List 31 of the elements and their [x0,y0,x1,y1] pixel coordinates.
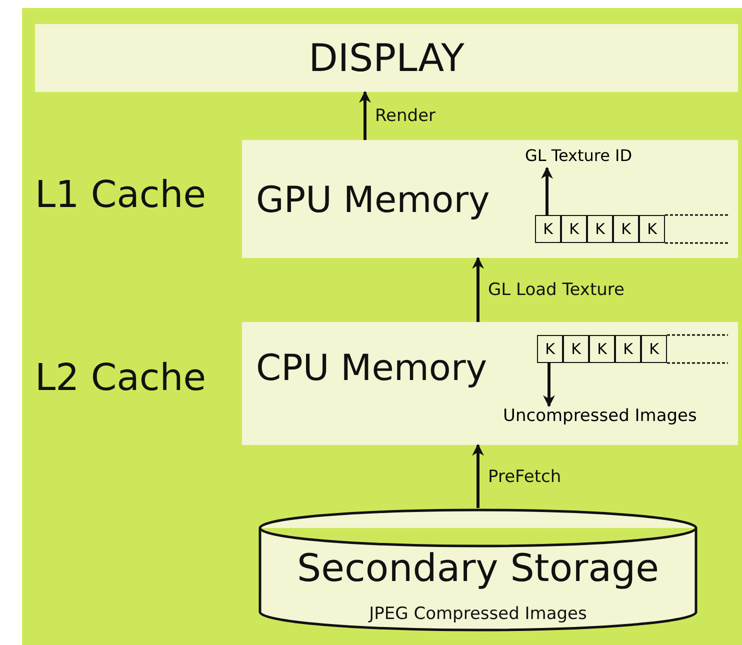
storage-label: Secondary Storage [296,546,660,590]
key-cell: K [561,215,587,243]
arrow [472,444,484,508]
storage-caption: JPEG Compressed Images [367,604,588,624]
edge-label: Render [375,106,436,126]
node-text: Uncompressed Images [503,406,738,430]
box-title: CPU Memory [256,348,488,389]
display-box [35,24,738,92]
box-title: GPU Memory [256,180,490,221]
memory-box [242,322,738,445]
arrow [541,166,553,215]
cache-level-label: L2 Cache [35,356,206,399]
box-title: DISPLAY [308,36,466,80]
key-cell: K [613,215,639,243]
storage-cylinder [258,508,698,632]
key-cell: K [563,335,589,363]
edge-label: PreFetch [488,466,562,486]
cache-level-label: L1 Cache [35,173,206,216]
key-cell: K [641,335,667,363]
edge-label: GL Load Texture [488,280,624,300]
key-cell: K [535,215,561,243]
arrow [543,363,555,408]
key-cell: K [589,335,615,363]
node-text: GL Texture ID [525,146,685,168]
arrow [472,256,484,322]
key-cell: K [639,215,665,243]
arrow [359,90,371,140]
memory-box [242,140,738,258]
key-cell: K [587,215,613,243]
key-cell: K [537,335,563,363]
key-cell: K [615,335,641,363]
